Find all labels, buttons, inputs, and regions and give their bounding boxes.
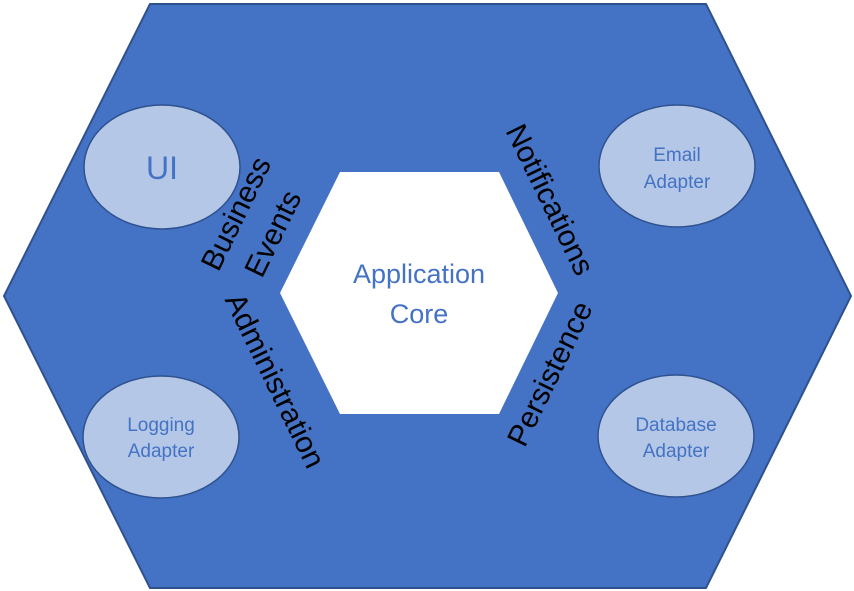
application-core-label-line1: Application [353,259,485,289]
logging-adapter-label-line2: Adapter [128,441,195,462]
email-adapter-label-line1: Email [653,145,701,166]
logging-adapter [82,375,240,499]
ui-adapter [83,104,241,230]
email-adapter [598,104,756,228]
database-adapter-label-line1: Database [635,415,716,436]
database-adapter [597,374,755,498]
logging-adapter-label-line1: Logging [127,415,195,436]
email-adapter-label-line2: Adapter [644,172,711,193]
ui-adapter-label: UI [146,150,178,186]
application-core-hexagon [280,172,558,414]
application-core-label-line2: Core [390,299,449,329]
database-adapter-label-line2: Adapter [643,441,710,462]
